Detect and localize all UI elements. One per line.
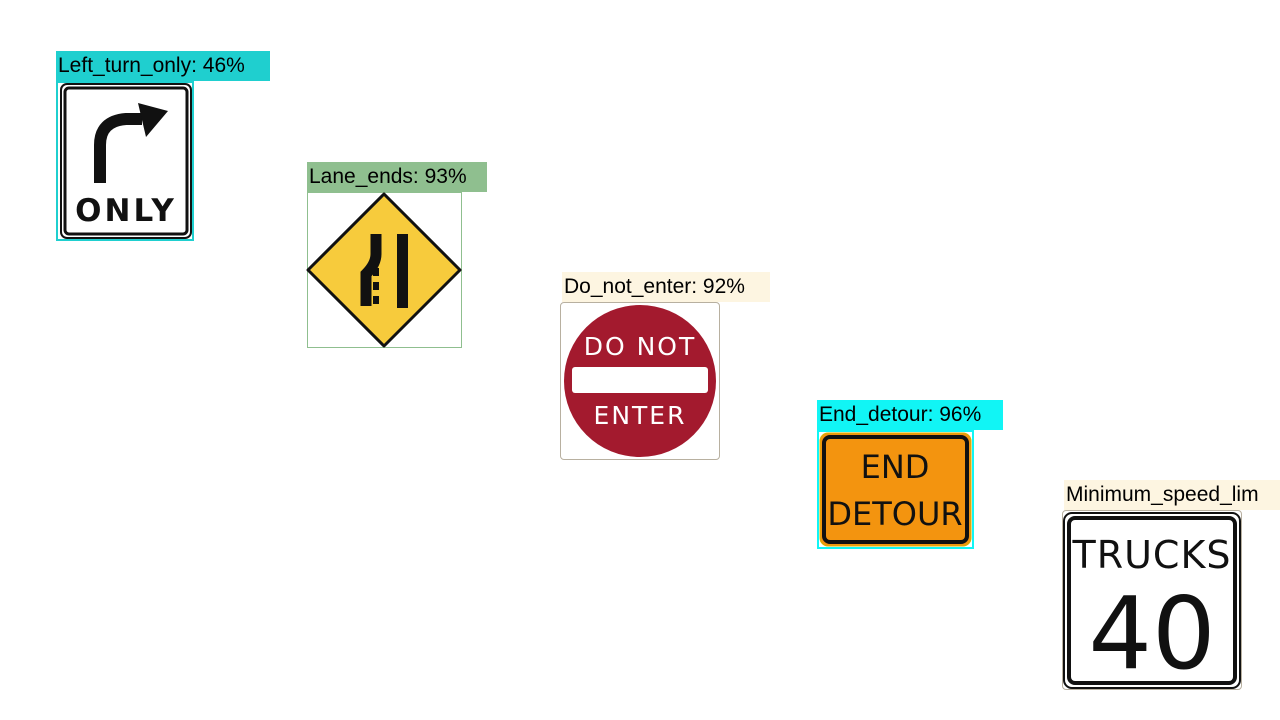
end-detour-sign: END DETOUR [819,432,972,547]
left-turn-only-sign: ONLY [60,83,192,239]
detection-label: End_detour: 96% [817,400,1003,430]
sign-text-line2: DETOUR [827,495,962,533]
sign-text-line1: DO NOT [584,332,697,361]
do-not-enter-sign: DO NOT ENTER [562,303,718,457]
detection-label: Left_turn_only: 46% [56,51,270,81]
minimum-speed-limit-sign: TRUCKS 40 [1063,512,1241,689]
sign-text-line2: 40 [1088,575,1215,689]
detection-label: Minimum_speed_lim [1064,480,1280,510]
sign-text-line1: END [861,448,930,486]
bounding-box [817,430,974,549]
sign-text: ONLY [75,193,177,229]
sign-text-line1: TRUCKS [1071,533,1231,577]
bounding-box [1062,510,1242,690]
detection-label: Do_not_enter: 92% [562,272,770,302]
detection-label: Lane_ends: 93% [307,162,487,192]
lane-ends-icon [360,234,408,308]
sign-text-line2: ENTER [594,401,687,430]
turn-arrow-icon [94,103,168,183]
lane-ends-sign [306,192,462,348]
bounding-box [56,81,194,241]
bounding-box [560,302,720,460]
